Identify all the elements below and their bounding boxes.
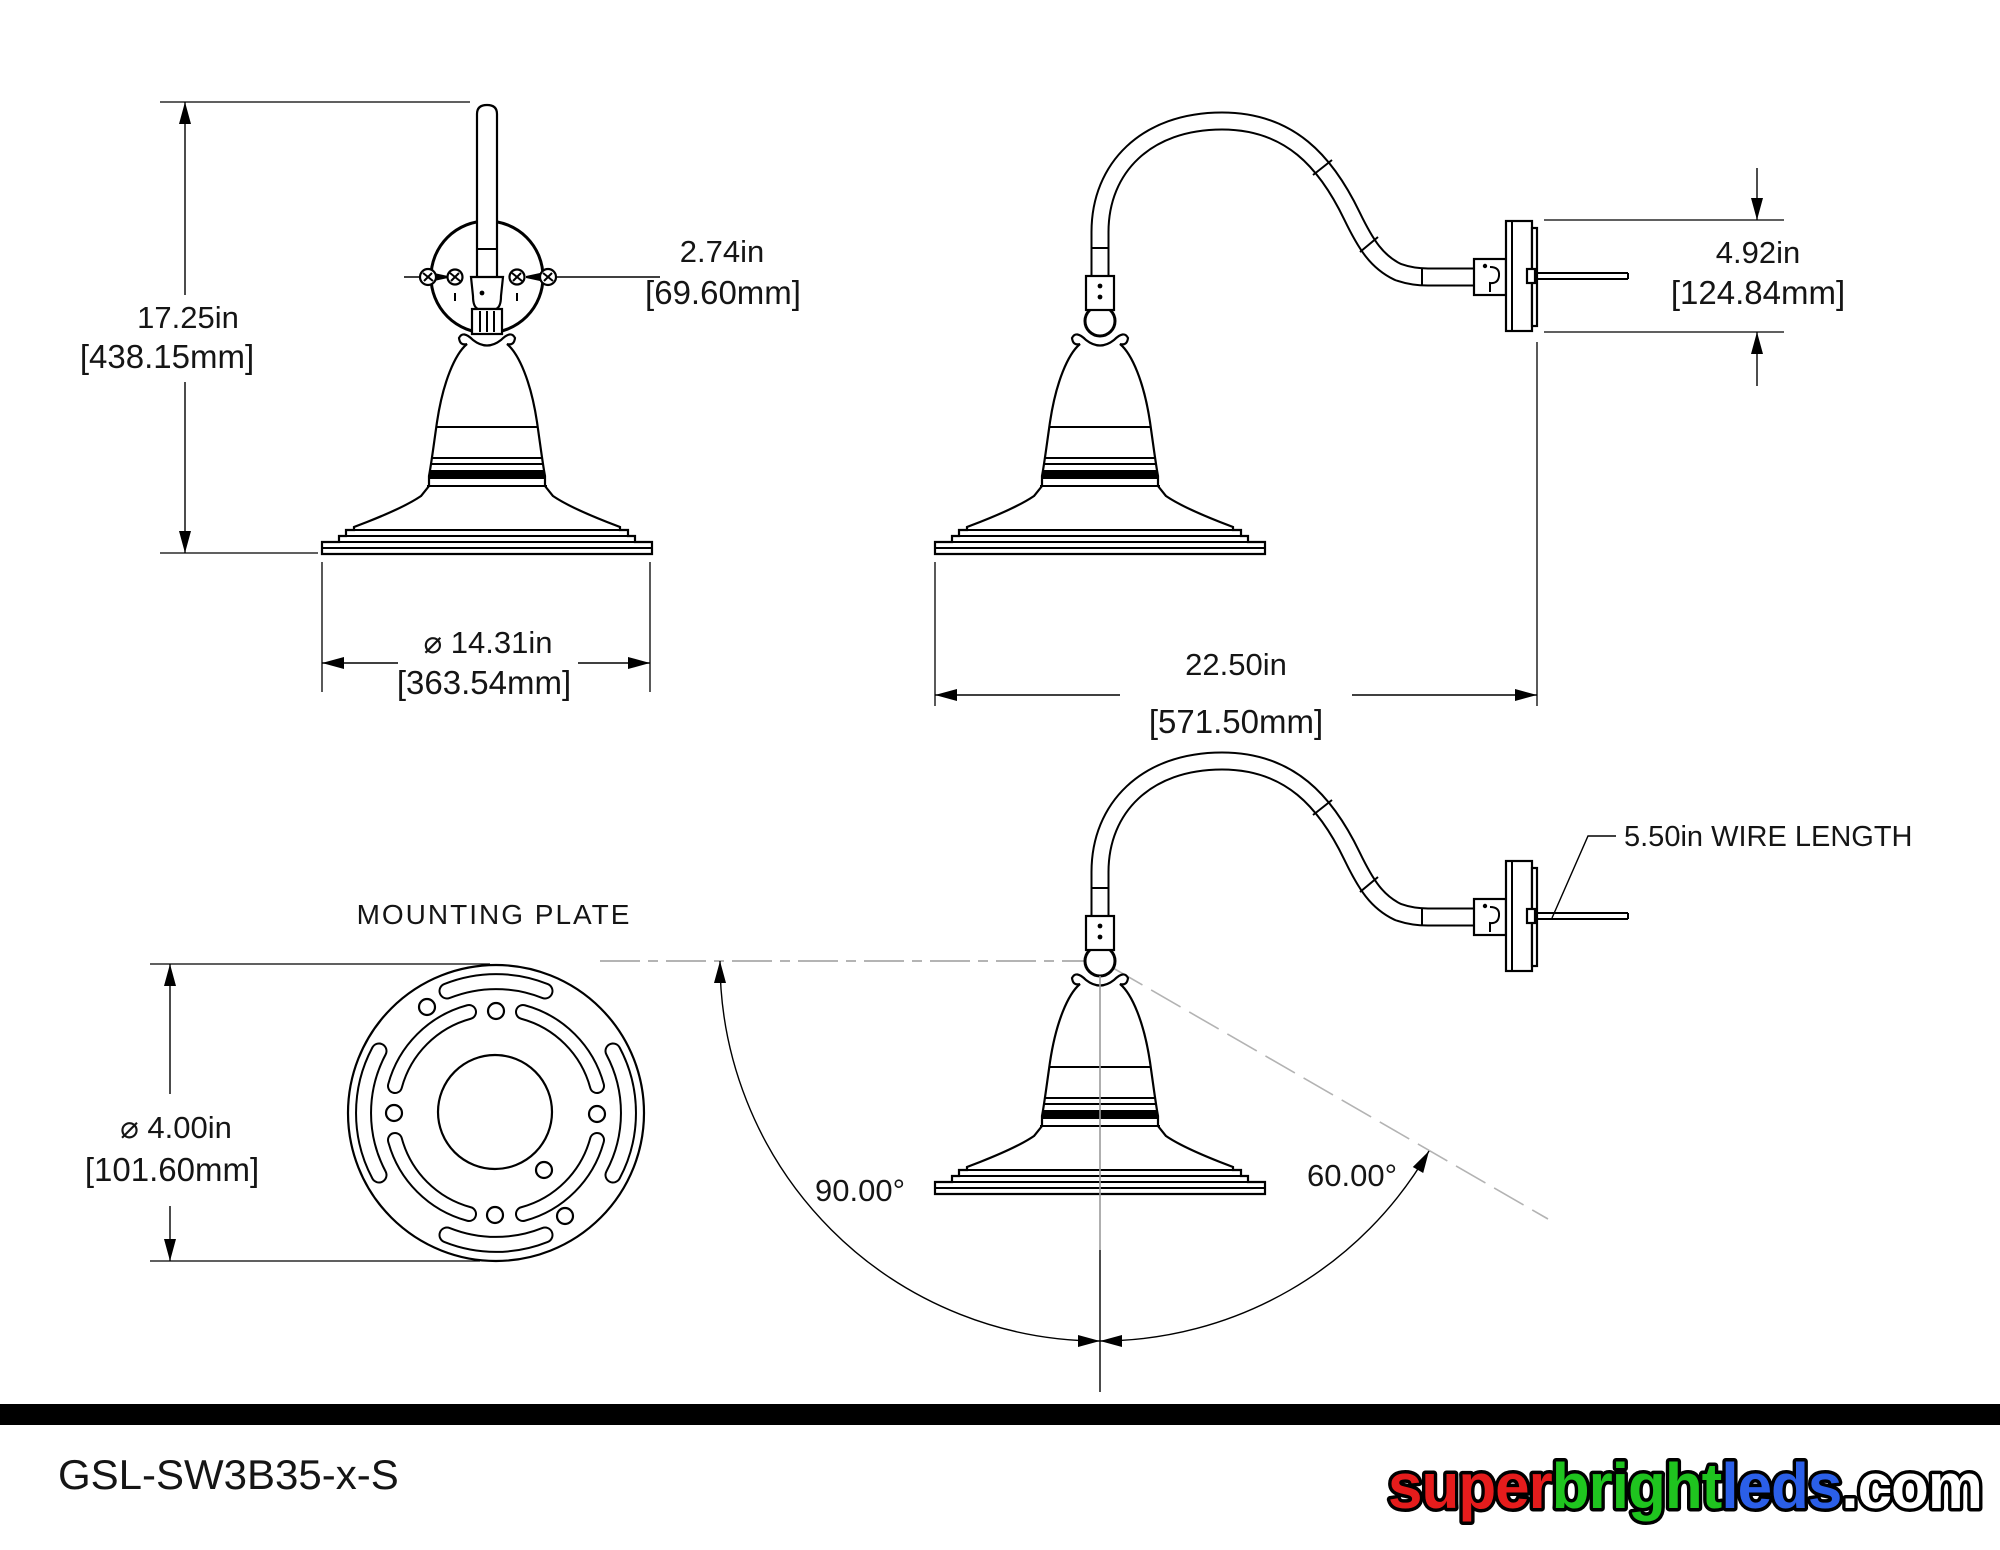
mounting-plate-view: MOUNTING PLATE	[85, 899, 646, 1263]
stem-arm	[475, 103, 499, 284]
tilt-view: 90.00° 60.00° 5.50in WIRE LENGTH	[600, 761, 1912, 1392]
shade-side	[933, 333, 1267, 556]
hanger-bracket-tilt	[1083, 914, 1117, 978]
extension-in-label: 22.50in	[1185, 647, 1287, 682]
canopy-screws	[418, 267, 558, 301]
footer: GSL-SW3B35-x-S superbrightleds.com	[0, 1404, 2000, 1526]
side-view: 4.92in [124.84mm] 22.50in [571.50mm]	[933, 121, 1845, 740]
angle-60-label: 60.00°	[1307, 1158, 1397, 1193]
footer-divider	[0, 1404, 2000, 1425]
extension-mm-label: [571.50mm]	[1149, 703, 1323, 740]
swivel-knuckle	[469, 275, 505, 336]
plate-diameter-mm-label: [101.60mm]	[85, 1151, 259, 1188]
height-mm-label: [438.15mm]	[80, 338, 254, 375]
plate-height-in-label: 4.92in	[1716, 235, 1800, 270]
gooseneck-arm	[1092, 121, 1628, 331]
logo-bright: bright	[1552, 1450, 1722, 1522]
screw-holes	[384, 997, 607, 1226]
arc-60deg	[1099, 1150, 1430, 1342]
superbrightleds-logo: superbrightleds.com	[1388, 1450, 1982, 1522]
shade-diameter-dimension: ⌀ 14.31in [363.54mm]	[321, 562, 651, 701]
mounting-plate-title: MOUNTING PLATE	[357, 899, 632, 930]
tilt-60deg-centerline	[1112, 967, 1549, 1220]
angle-90-label: 90.00°	[815, 1173, 905, 1208]
logo-com: .com	[1841, 1450, 1982, 1522]
height-dimension: 17.25in [438.15mm]	[80, 101, 470, 554]
backplate-mm-label: [69.60mm]	[645, 274, 801, 311]
backplate-in-label: 2.74in	[680, 234, 764, 269]
shade-diameter-mm-label: [363.54mm]	[397, 664, 571, 701]
wire-length-callout: 5.50in WIRE LENGTH	[1551, 821, 1912, 919]
arc-90deg	[719, 960, 1101, 1342]
center-hole	[436, 1053, 554, 1171]
shade-diameter-in-label: ⌀ 14.31in	[424, 625, 553, 660]
gooseneck-arm-tilt	[1092, 761, 1628, 971]
part-number: GSL-SW3B35-x-S	[58, 1451, 399, 1498]
inner-slots	[387, 1004, 605, 1222]
plate-diameter-in-label: ⌀ 4.00in	[120, 1110, 232, 1145]
front-view: 17.25in [438.15mm] 2.74in [69.60mm] ⌀ 14…	[80, 101, 801, 701]
hanger-bracket	[1083, 274, 1117, 338]
logo-super: super	[1388, 1450, 1552, 1522]
extension-dimension: 22.50in [571.50mm]	[934, 342, 1538, 740]
outer-slots	[355, 973, 637, 1253]
logo-leds: leds	[1721, 1450, 1841, 1522]
shade-front	[320, 333, 654, 556]
plate-height-mm-label: [124.84mm]	[1671, 274, 1845, 311]
wire-length-label: 5.50in WIRE LENGTH	[1624, 821, 1912, 853]
plate-height-dimension: 4.92in [124.84mm]	[1544, 168, 1845, 386]
plate-diameter-dimension: ⌀ 4.00in [101.60mm]	[85, 963, 490, 1262]
height-in-label: 17.25in	[137, 300, 239, 335]
